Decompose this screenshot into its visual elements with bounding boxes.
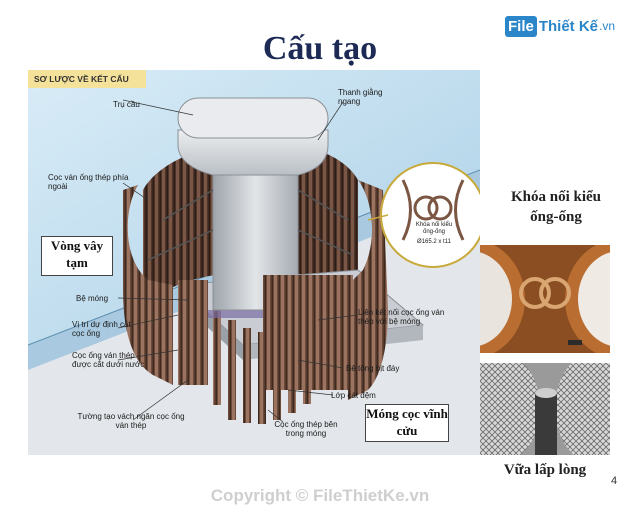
label-bracing: Thanh giằng ngang — [338, 88, 398, 106]
label-interlock-size: Ø165.2 x t11 — [408, 238, 460, 247]
label-cut-position: Vị trí dự định cắt cọc ống — [72, 320, 132, 338]
interlock-caption: Khóa nối kiểu ống-ống — [500, 187, 612, 227]
label-pier: Trụ cầu — [113, 100, 140, 109]
cofferdam-front-wall — [263, 275, 353, 390]
label-sand-layer: Lớp cát đệm — [331, 391, 376, 400]
label-inner-piles: Cọc ống thép bên trong móng — [266, 420, 346, 438]
interlock-photo — [480, 245, 610, 353]
label-underwater-cut: Cọc ống ván thép được cắt dưới nước — [72, 351, 147, 369]
callout-temporary-cofferdam: Vòng vây tạm — [41, 236, 113, 276]
label-interlock-detail: Khóa nối kiểu ống-ống — [411, 222, 457, 236]
label-outer-sheet-pile: Cọc ván ống thép phía ngoài — [48, 173, 138, 191]
structure-diagram: Trụ cầu Thanh giằng ngang Cọc ván ống th… — [28, 70, 480, 455]
copyright-watermark: Copyright © FileThietKe.vn — [0, 486, 640, 506]
label-connection: Liên kết nối cọc ống ván thép với bệ món… — [358, 308, 458, 326]
label-partition-wall: Tường tạo vách ngăn cọc ống ván thép — [76, 412, 186, 430]
pier-head — [178, 98, 328, 138]
label-seal-concrete: Bê tông bịt đáy — [346, 364, 399, 373]
slide-title: Cấu tạo — [0, 30, 640, 68]
callout-permanent-foundation: Móng cọc vĩnh cửu — [365, 404, 449, 442]
grout-photo — [480, 363, 610, 455]
label-pile-cap: Bệ móng — [76, 294, 108, 303]
grout-caption: Vữa lấp lòng — [480, 462, 610, 479]
diagram-header-tab: SƠ LƯỢC VỀ KẾT CẤU — [28, 70, 146, 88]
